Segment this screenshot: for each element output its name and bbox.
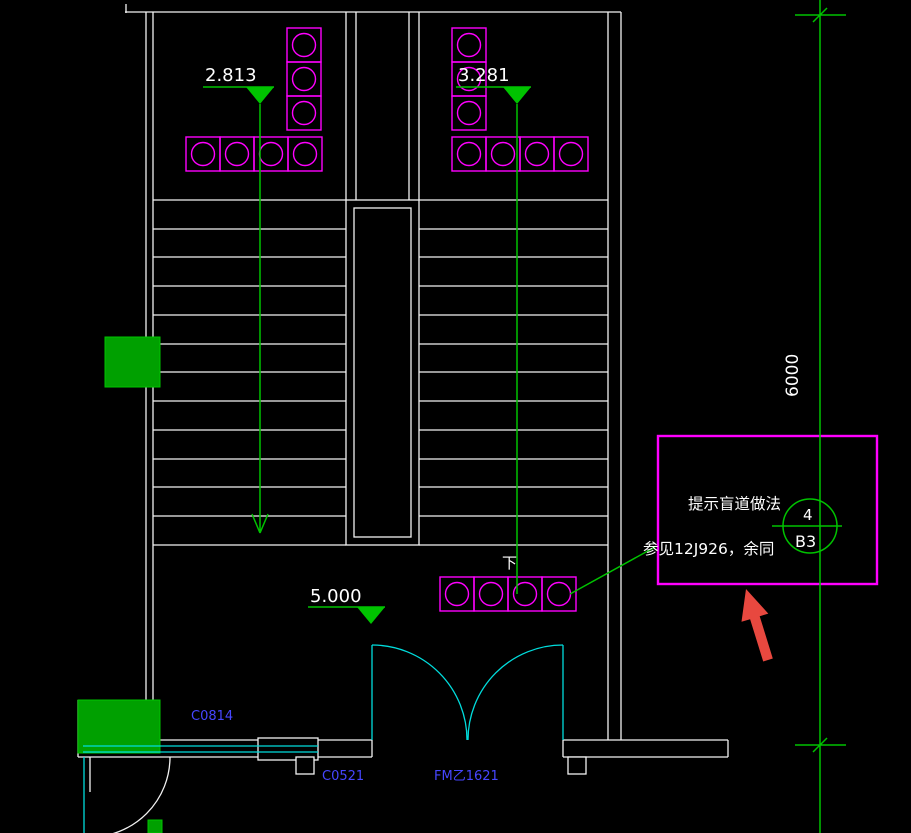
corner-door-swing xyxy=(112,756,171,833)
elevation-marker-3281: 3.281 xyxy=(456,65,531,594)
jamb-notch-right xyxy=(567,756,587,775)
window-label-c0521: C0521 xyxy=(322,769,364,784)
dimension-6000: 6000 xyxy=(783,0,846,833)
treads-left-flight xyxy=(153,199,346,546)
detail-sheet: B3 xyxy=(795,532,816,551)
elevation-triangle xyxy=(357,607,385,624)
core-inner xyxy=(353,207,412,538)
callout-text-line2: 参见12J926，余同 xyxy=(643,539,774,558)
column-bottom-left xyxy=(77,699,161,754)
window-label-c0814: C0814 xyxy=(191,709,233,724)
window-glazing-lines xyxy=(83,745,318,833)
elevation-value: 5.000 xyxy=(310,586,362,607)
window-strip xyxy=(83,745,318,833)
column-bottom-small xyxy=(147,819,163,833)
core-top-wall-lines xyxy=(345,12,420,200)
dimension-lines xyxy=(795,0,846,833)
elevation-marker-5000: 5.000 xyxy=(308,586,385,624)
detail-bubble: 4 B3 xyxy=(772,498,842,554)
column-mid-left xyxy=(104,336,161,388)
leader-line xyxy=(569,546,656,595)
door-swing-left xyxy=(371,644,468,741)
corner-door xyxy=(89,756,171,833)
callout: 提示盲道做法 参见12J926，余同 4 B3 xyxy=(569,434,879,595)
door-label-fm1621: FM乙1621 xyxy=(434,769,499,784)
window-pier xyxy=(257,737,319,761)
jamb-notch-left xyxy=(295,756,315,775)
stair-treads xyxy=(153,199,608,546)
callout-text-line1: 提示盲道做法 xyxy=(688,495,781,513)
entry-double-door xyxy=(371,644,564,741)
elevation-marker-2813: 2.813 xyxy=(203,65,274,534)
stair-down-label: 下 xyxy=(502,554,517,572)
treads-right-flight xyxy=(419,199,608,546)
structural-columns xyxy=(77,336,163,833)
flight-direction-line xyxy=(251,104,269,534)
door-swing-right xyxy=(467,644,564,741)
red-pointer-arrow xyxy=(741,589,773,662)
elevation-value: 2.813 xyxy=(205,65,257,86)
elevation-value: 3.281 xyxy=(458,65,510,86)
elevation-triangle xyxy=(246,87,274,104)
detail-number: 4 xyxy=(803,506,813,524)
elevation-triangle xyxy=(503,87,531,104)
dimension-text: 6000 xyxy=(783,354,803,397)
callout-box xyxy=(656,434,879,586)
